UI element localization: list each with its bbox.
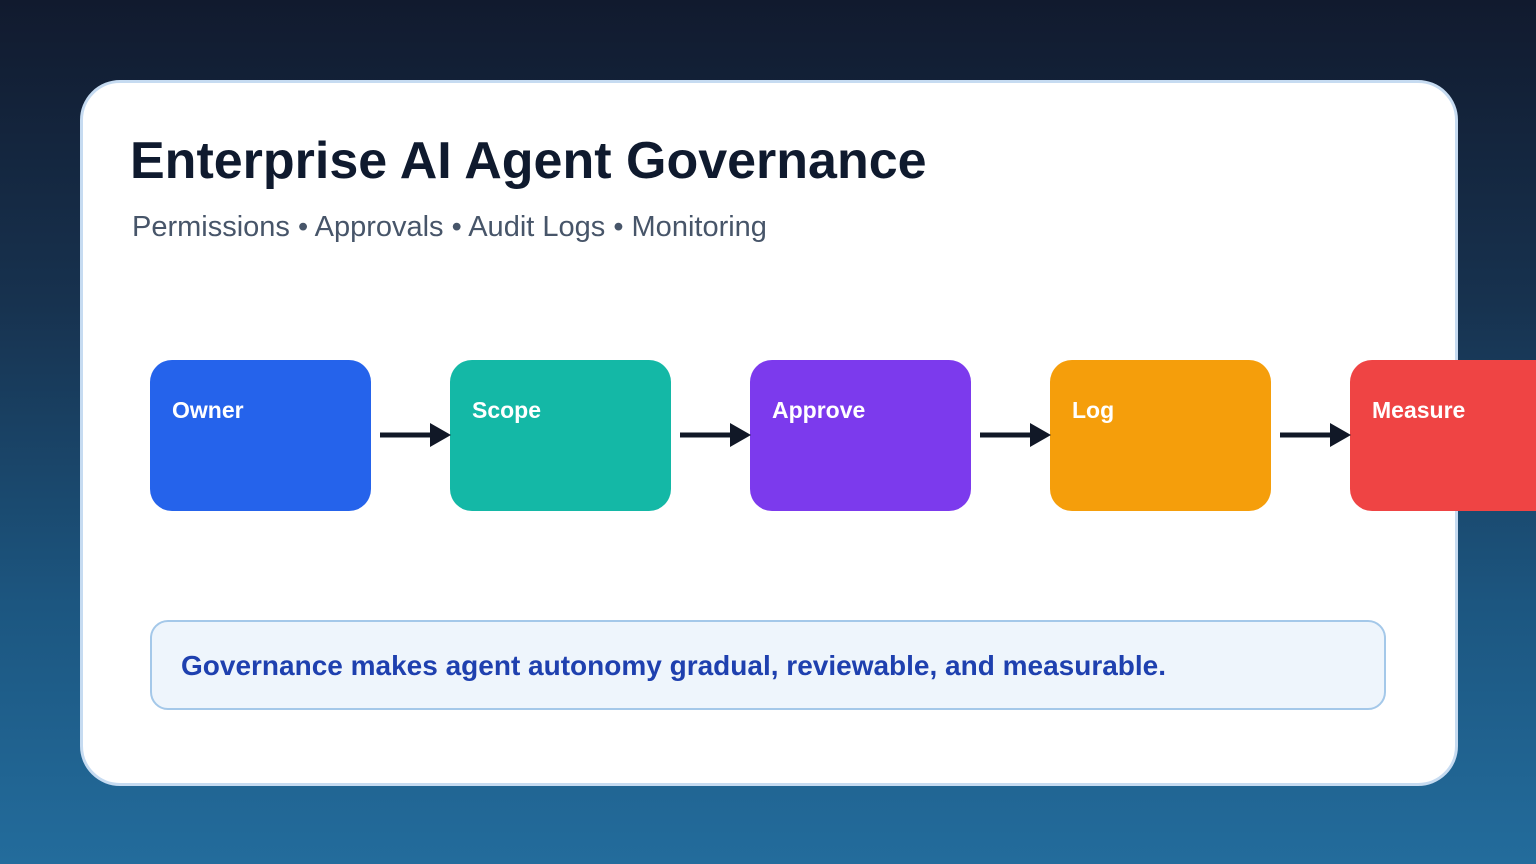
flow-step-label: Approve	[772, 397, 866, 423]
flow-step-label: Measure	[1372, 397, 1466, 423]
flow-step-label: Scope	[472, 397, 542, 423]
summary-text: Governance makes agent autonomy gradual,…	[181, 650, 1167, 681]
flow-step-owner: Owner	[150, 360, 371, 511]
flow-step-label: Owner	[172, 397, 244, 423]
flow-step-scope: Scope	[450, 360, 671, 511]
page-subtitle: Permissions • Approvals • Audit Logs • M…	[132, 211, 767, 243]
page-title: Enterprise AI Agent Governance	[130, 132, 927, 190]
flow-step-label: Log	[1072, 397, 1115, 423]
flow-step-approve: Approve	[750, 360, 971, 511]
flow-step-measure: Measure	[1350, 360, 1536, 511]
summary-callout: Governance makes agent autonomy gradual,…	[150, 620, 1386, 710]
flow-step-log: Log	[1050, 360, 1271, 511]
